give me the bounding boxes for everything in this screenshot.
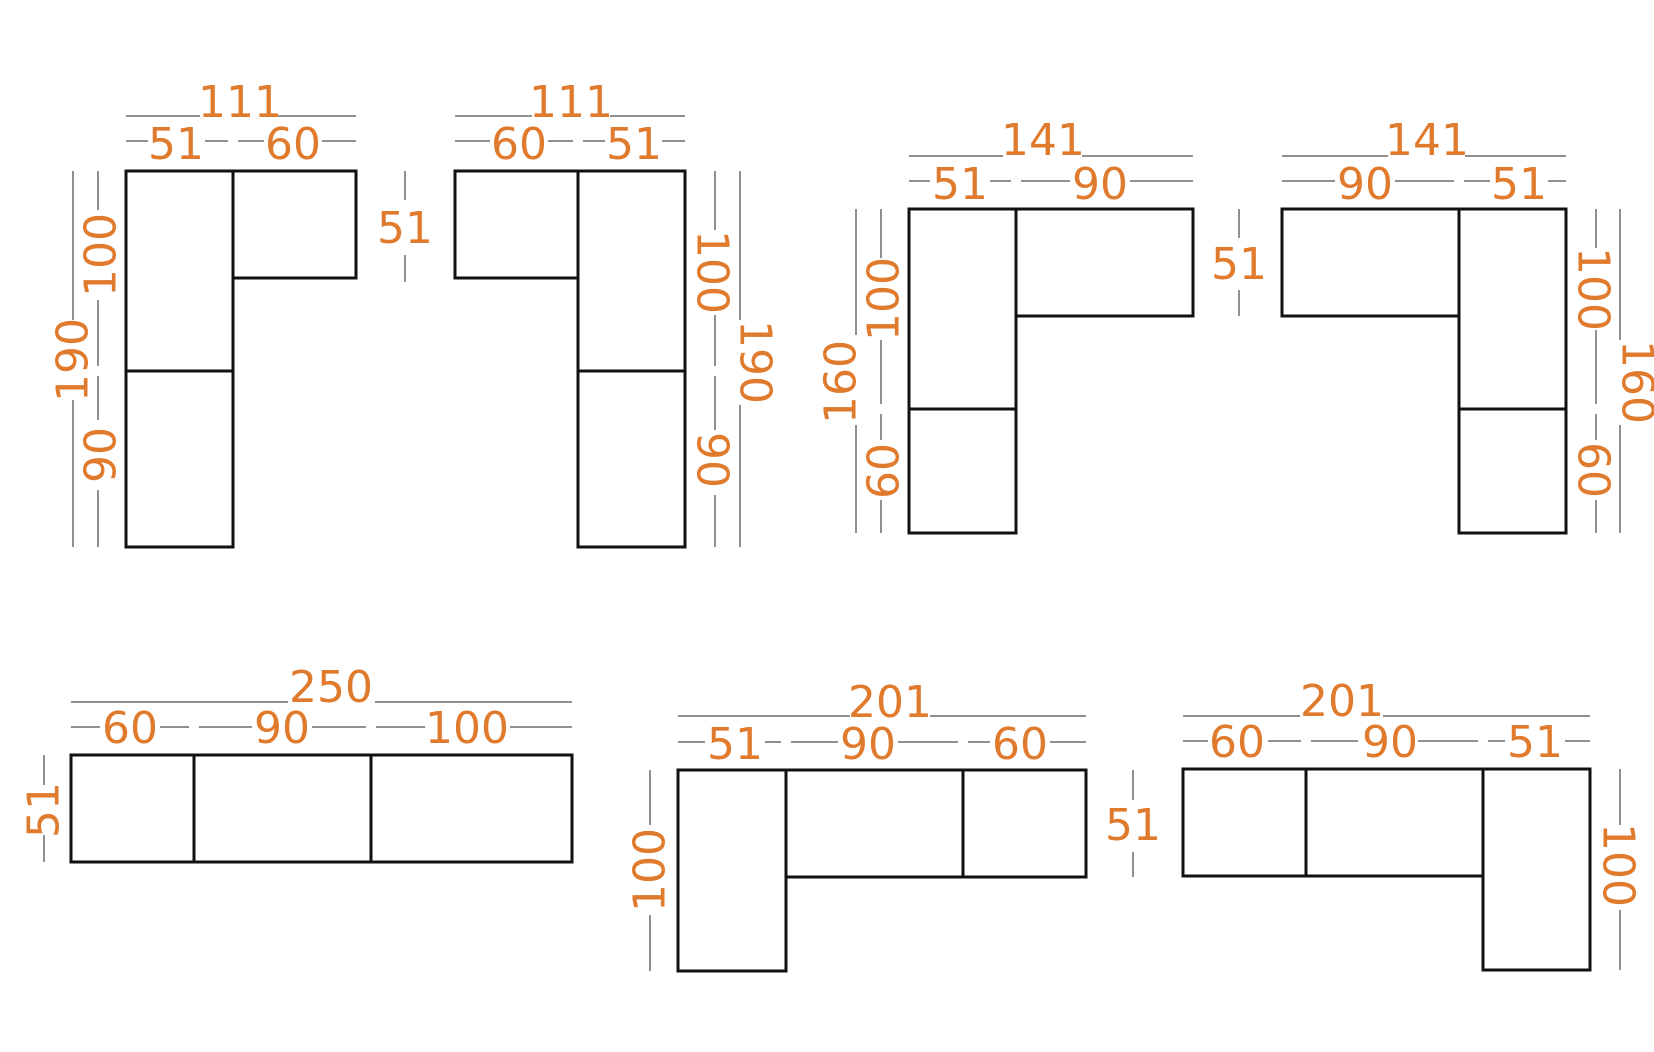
segment-width-label: 90 xyxy=(840,719,896,770)
layout-b-dim-lines xyxy=(455,115,741,547)
total-height-label: 160 xyxy=(816,340,867,424)
upper-height-label: 100 xyxy=(1568,247,1619,331)
layout-c-pieces xyxy=(907,207,1195,535)
segment-width-label: 60 xyxy=(491,119,547,170)
segment-width-label: 90 xyxy=(254,703,310,754)
depth-label: 51 xyxy=(19,782,70,838)
seat-module xyxy=(576,169,687,373)
layout-a-pieces xyxy=(124,169,358,549)
segment-width-label: 60 xyxy=(265,119,321,170)
layout-g: 201 60 90 51 100 xyxy=(1181,676,1644,972)
corner-module xyxy=(231,169,358,280)
overall-width-label: 201 xyxy=(1300,676,1384,727)
corner-module xyxy=(961,768,1088,879)
corner-module xyxy=(1014,207,1195,318)
overall-width-label: 141 xyxy=(1385,115,1469,166)
lower-height-label: 90 xyxy=(76,427,127,483)
layout-d: 141 90 51 100 160 60 xyxy=(1280,115,1654,535)
layout-e-pieces xyxy=(69,753,574,864)
chaise-depth-label: 100 xyxy=(1593,823,1644,907)
corner-module xyxy=(453,169,580,280)
layout-e: 250 60 90 100 51 xyxy=(19,662,574,864)
segment-width-label: 60 xyxy=(992,719,1048,770)
seat-module xyxy=(1304,767,1485,878)
chaise-depth-label: 100 xyxy=(625,828,676,912)
segment-width-label: 51 xyxy=(1507,717,1563,768)
segment-width-label: 51 xyxy=(148,119,204,170)
segment-width-label: 90 xyxy=(1337,159,1393,210)
depth-label: 51 xyxy=(377,203,433,254)
seat-module xyxy=(369,753,574,864)
overall-width-label: 250 xyxy=(289,662,373,713)
corner-module xyxy=(1280,207,1461,318)
chaise-module xyxy=(1457,407,1568,535)
lower-height-label: 60 xyxy=(859,443,910,499)
segment-width-label: 60 xyxy=(102,703,158,754)
overall-width-label: 111 xyxy=(198,77,282,128)
layout-b: 111 60 51 100 190 90 xyxy=(453,77,781,549)
upper-height-label: 100 xyxy=(859,257,910,341)
chaise-module xyxy=(907,407,1018,535)
segment-width-label: 51 xyxy=(932,159,988,210)
segment-width-label: 60 xyxy=(1209,717,1265,768)
seat-module xyxy=(124,169,235,373)
layout-g-dim-lines xyxy=(1183,715,1621,970)
lower-height-label: 60 xyxy=(1568,442,1619,498)
layout-f-pieces xyxy=(676,768,1088,973)
layout-d-pieces xyxy=(1280,207,1568,535)
layout-b-pieces xyxy=(453,169,687,549)
upper-height-label: 100 xyxy=(687,230,738,314)
layout-f-dim-lines xyxy=(649,715,1134,971)
total-height-label: 190 xyxy=(730,320,781,404)
chaise-module xyxy=(1481,767,1592,972)
segment-width-label: 51 xyxy=(707,719,763,770)
overall-width-label: 201 xyxy=(848,677,932,728)
total-height-label: 160 xyxy=(1612,340,1654,424)
upper-height-label: 100 xyxy=(76,213,127,297)
layout-f: 201 51 90 60 51 100 xyxy=(625,677,1161,973)
segment-width-label: 90 xyxy=(1072,159,1128,210)
layout-d-dim-lines xyxy=(1282,155,1621,533)
layout-a-dim-lines xyxy=(72,115,406,547)
seat-module xyxy=(69,753,196,864)
seat-module xyxy=(907,207,1018,411)
lower-height-label: 90 xyxy=(687,432,738,488)
depth-label: 51 xyxy=(1105,800,1161,851)
segment-width-label: 100 xyxy=(425,703,509,754)
segment-width-label: 51 xyxy=(1491,159,1547,210)
chaise-module xyxy=(676,768,788,973)
corner-module xyxy=(1181,767,1308,878)
chaise-module xyxy=(576,369,687,549)
segment-width-label: 51 xyxy=(606,119,662,170)
seat-module xyxy=(192,753,373,864)
total-height-label: 190 xyxy=(48,318,99,402)
layout-a: 111 51 60 51 190 100 90 xyxy=(48,77,433,549)
seat-module xyxy=(784,768,965,879)
segment-width-label: 90 xyxy=(1362,717,1418,768)
overall-width-label: 111 xyxy=(529,77,613,128)
chaise-module xyxy=(124,369,235,549)
layout-e-dim-lines xyxy=(43,701,572,862)
layout-g-pieces xyxy=(1181,767,1592,972)
seat-module xyxy=(1457,207,1568,411)
layout-c: 141 51 90 51 160 100 60 xyxy=(816,115,1267,535)
depth-label: 51 xyxy=(1211,239,1267,290)
layout-c-dim-lines xyxy=(855,155,1240,533)
overall-width-label: 141 xyxy=(1001,115,1085,166)
